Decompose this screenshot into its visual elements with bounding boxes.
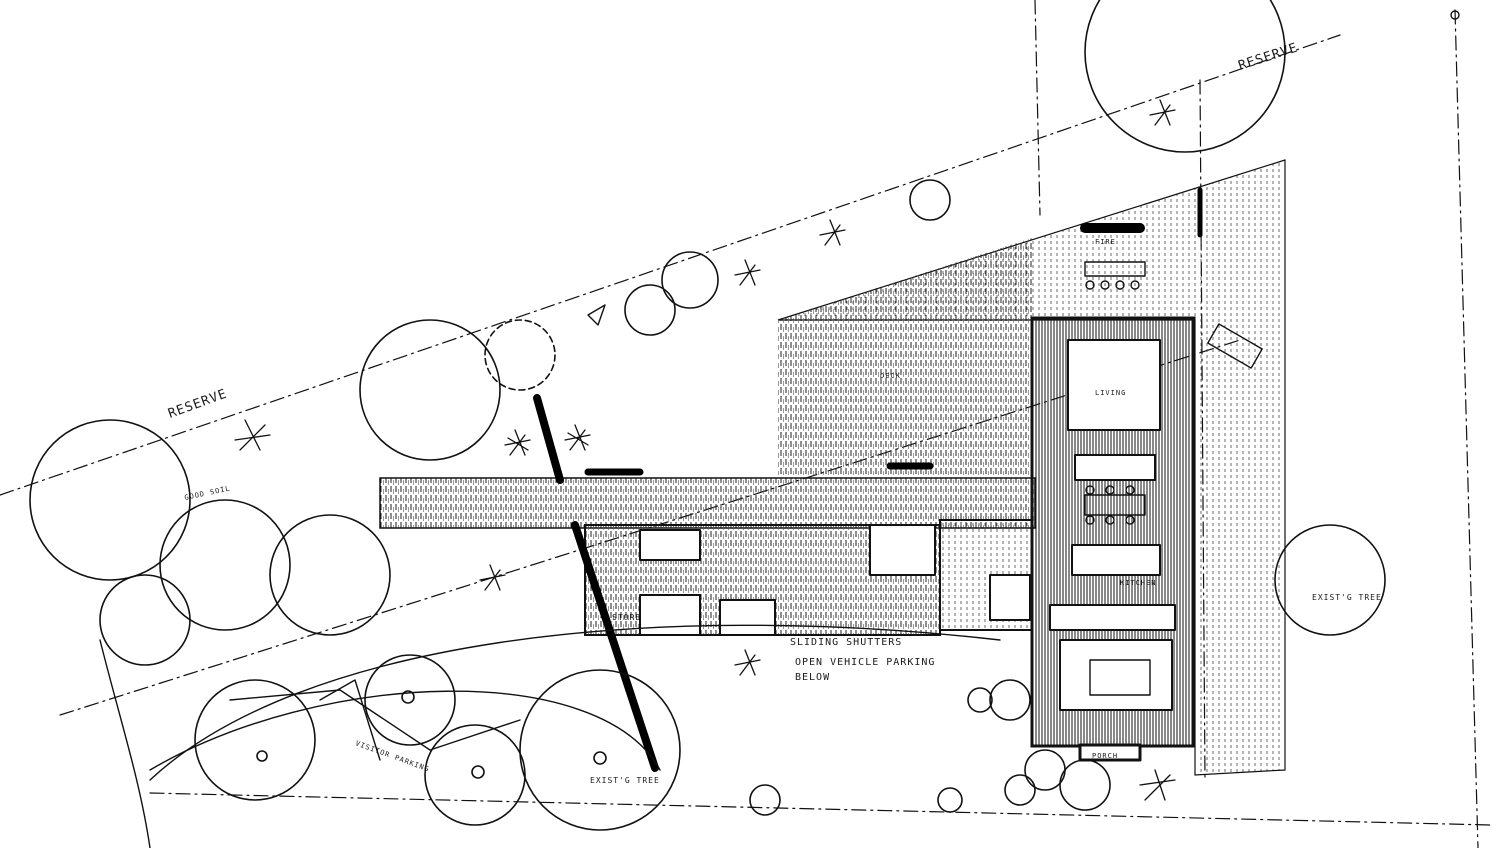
label-open-vehicle-2: BELOW	[795, 672, 830, 683]
label-store: STORE	[612, 613, 641, 622]
label-fire: FIRE	[1095, 238, 1116, 246]
label-kitchen: KITCHEN	[1120, 579, 1157, 587]
rooms	[639, 339, 1176, 762]
solid-walls	[533, 187, 1203, 772]
landscape-curves	[99, 624, 1001, 848]
north-arrow	[587, 10, 1460, 326]
label-sliding-shutters: SLIDING SHUTTERS	[790, 637, 902, 648]
label-reserve-left: RESERVE	[166, 387, 229, 422]
label-existing-tree: EXIST'G TREE	[590, 776, 660, 785]
label-existing-tree-2: EXIST'G TREE	[1312, 593, 1382, 602]
label-porch: PORCH	[1092, 752, 1118, 760]
label-deck: DECK	[880, 372, 901, 380]
shrub-stars	[234, 99, 1176, 801]
tree-canopies	[29, 0, 1386, 831]
label-reserve-top: RESERVE	[1237, 40, 1300, 73]
label-open-vehicle-1: OPEN VEHICLE PARKING	[795, 657, 935, 668]
furniture	[1084, 261, 1263, 696]
label-living: LIVING	[1095, 389, 1126, 397]
